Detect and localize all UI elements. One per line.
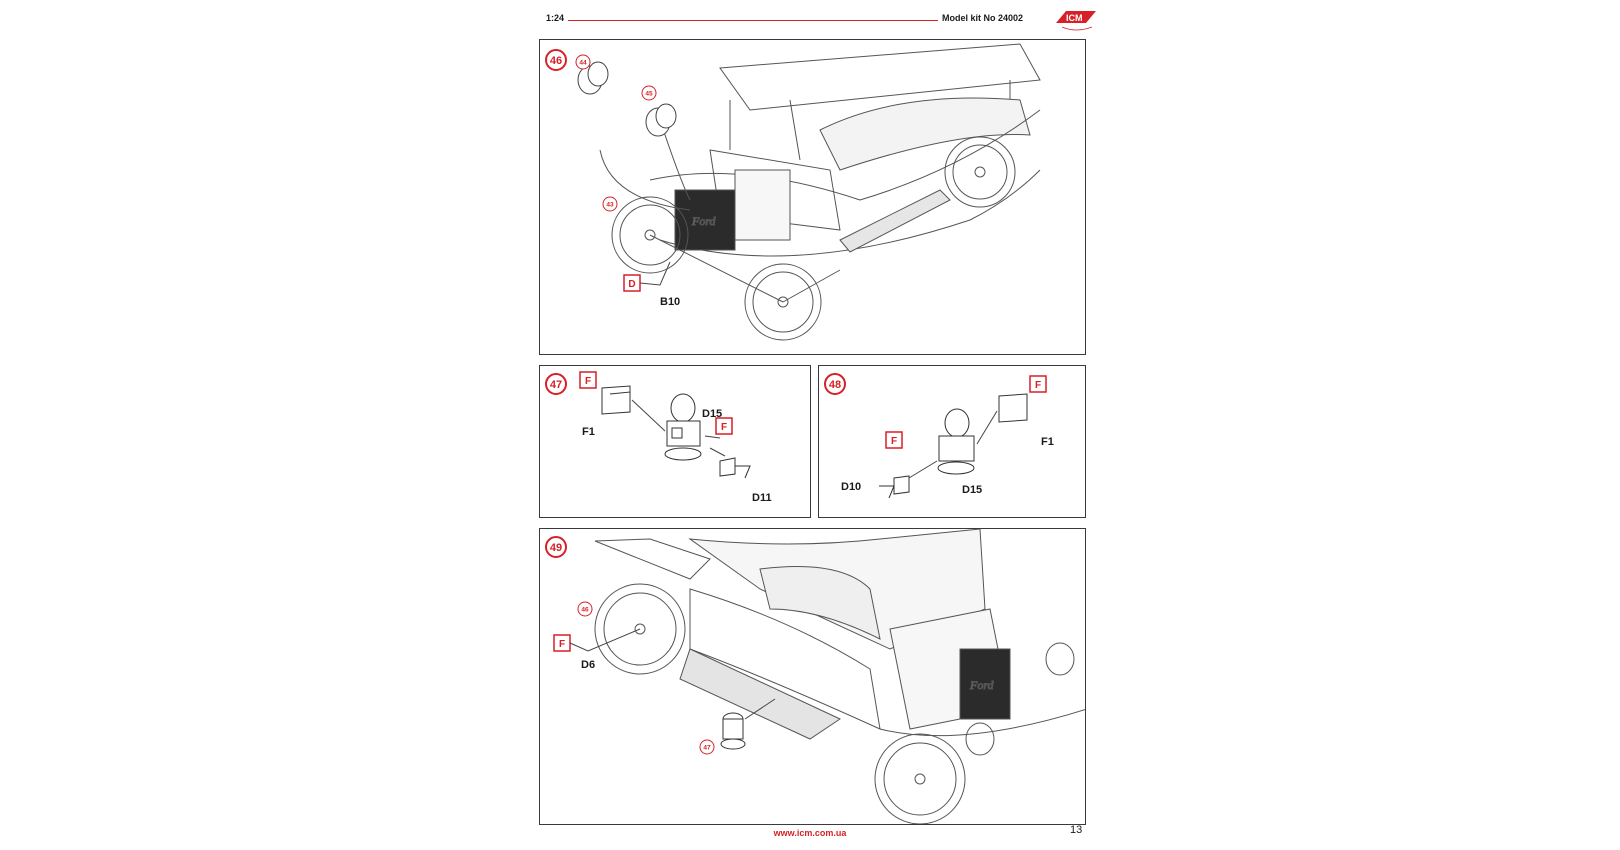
step-49-panel: 49 Ford 46 47 F D6 bbox=[539, 528, 1086, 825]
callout-46: 46 bbox=[581, 607, 589, 614]
car-illustration-49: Ford bbox=[594, 529, 1085, 824]
page-number: 13 bbox=[1070, 824, 1083, 836]
footer-url[interactable]: www.icm.com.ua bbox=[773, 828, 847, 838]
step-47-panel: 47 F F F1 D15 D11 bbox=[539, 365, 811, 518]
paint-code-f-2: F bbox=[721, 422, 727, 433]
part-d15: D15 bbox=[702, 408, 722, 420]
paint-code-f-5: F bbox=[559, 639, 565, 650]
step-46-badge: 46 bbox=[545, 49, 567, 71]
header-rule bbox=[568, 20, 938, 21]
car-illustration-46: Ford bbox=[599, 43, 1041, 341]
part-f1: F1 bbox=[582, 426, 595, 438]
step-46-number: 46 bbox=[550, 55, 562, 67]
callout-47: 47 bbox=[703, 745, 711, 752]
part-d11: D11 bbox=[752, 492, 772, 504]
part-d15-48: D15 bbox=[962, 484, 982, 496]
model-kit-number: Model kit No 24002 bbox=[942, 13, 1024, 23]
step-48-number: 48 bbox=[829, 379, 841, 391]
part-d10: D10 bbox=[841, 481, 861, 493]
step-48-panel: 48 F F F1 D10 D15 bbox=[818, 365, 1086, 518]
lamp-part-45 bbox=[645, 103, 677, 137]
paint-code-f-4: F bbox=[891, 436, 897, 447]
step-49-number: 49 bbox=[550, 542, 562, 554]
step-47-number: 47 bbox=[550, 379, 562, 391]
callout-43: 43 bbox=[606, 202, 614, 209]
lamp-part-44 bbox=[577, 61, 609, 95]
part-d6: D6 bbox=[581, 659, 595, 671]
part-b10: B10 bbox=[660, 296, 680, 308]
svg-text:Ford: Ford bbox=[691, 214, 717, 228]
step-46-panel: 46 Ford 44 45 bbox=[539, 39, 1086, 355]
callout-44: 44 bbox=[579, 60, 587, 67]
svg-text:Ford: Ford bbox=[969, 678, 995, 692]
scale-label: 1:24 bbox=[546, 13, 565, 23]
icm-logo: ICM bbox=[1052, 7, 1100, 35]
part-f1-48: F1 bbox=[1041, 436, 1054, 448]
paint-code-f-3: F bbox=[1035, 380, 1041, 391]
callout-45: 45 bbox=[645, 91, 653, 98]
paint-code-f-1: F bbox=[585, 376, 591, 387]
paint-code-d: D bbox=[628, 279, 635, 290]
logo-text: ICM bbox=[1066, 13, 1083, 23]
